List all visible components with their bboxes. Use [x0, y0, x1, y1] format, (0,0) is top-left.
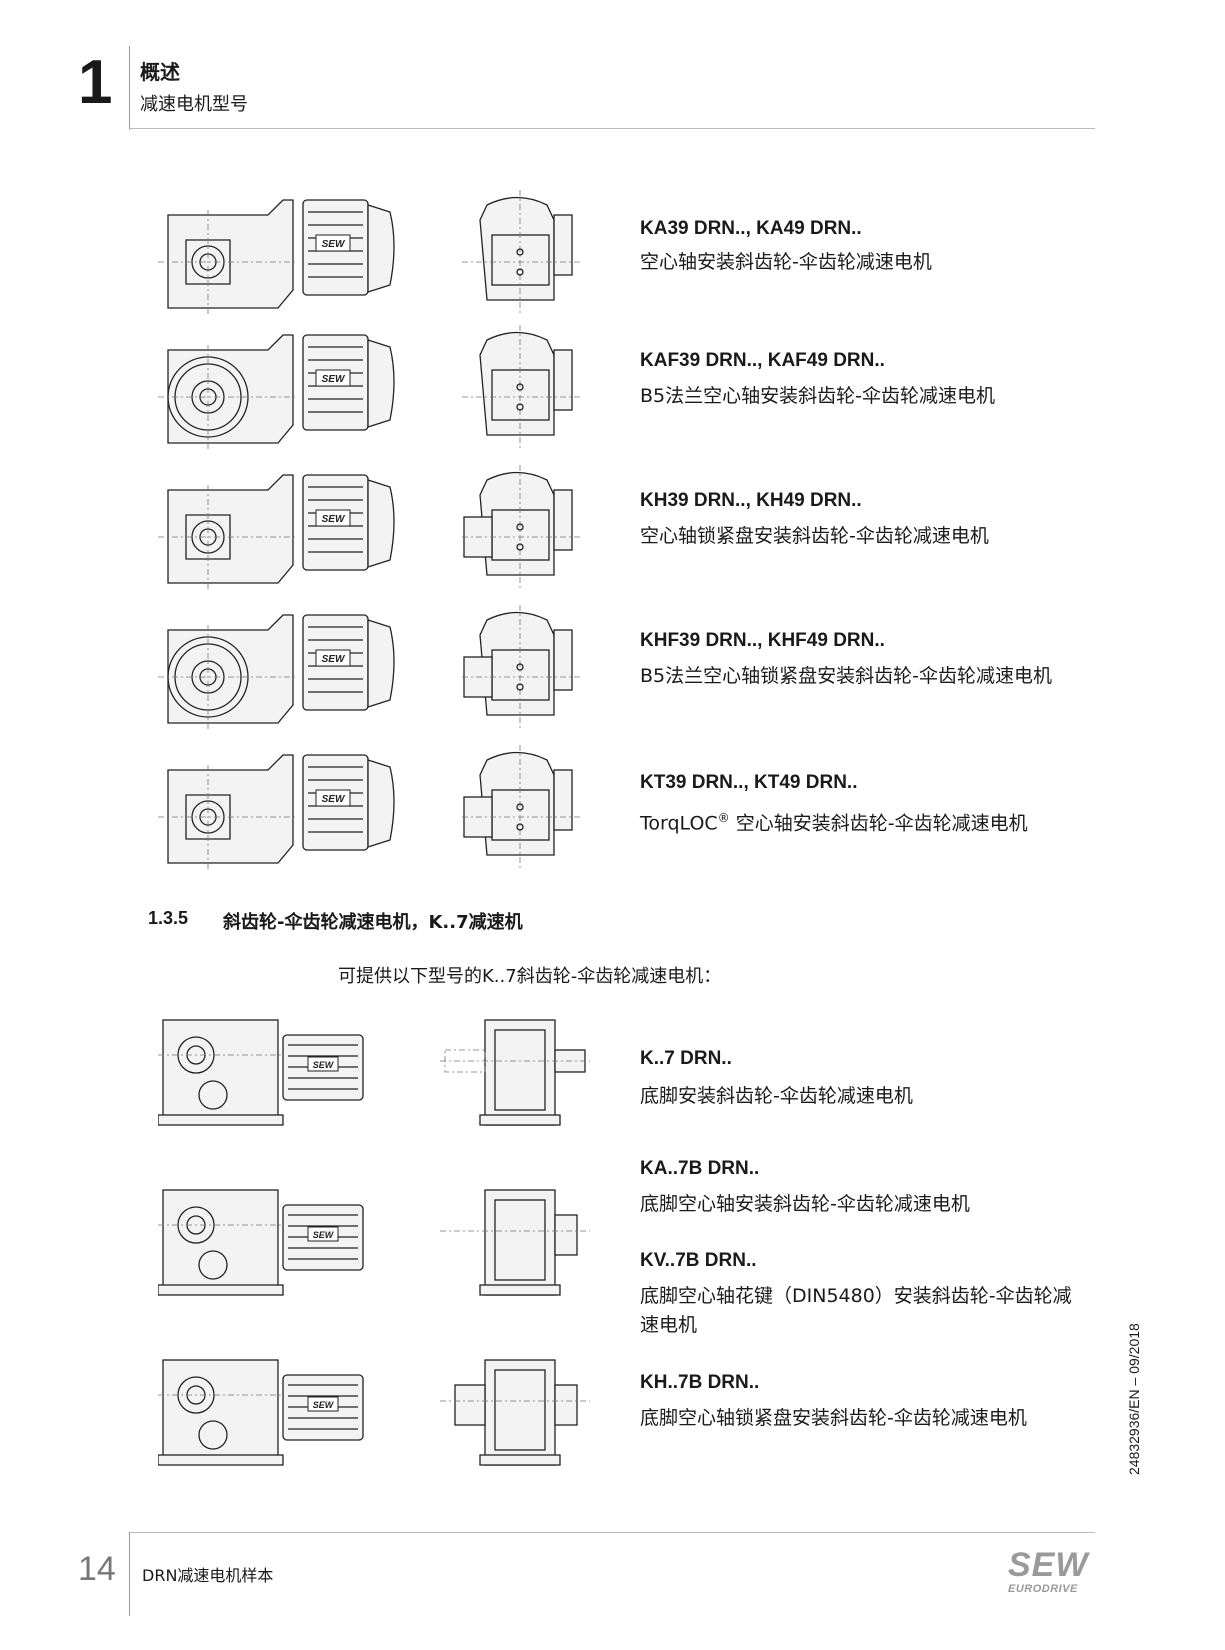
k7-gearmotor-front-view — [440, 1185, 590, 1300]
model-description: 底脚空心轴安装斜齿轮-伞齿轮减速电机 — [640, 1193, 970, 1215]
model-code: KA..7B DRN.. — [640, 1158, 760, 1179]
svg-text:SEW: SEW — [322, 794, 346, 805]
model-description: TorqLOC® 空心轴安装斜齿轮-伞齿轮减速电机 — [640, 804, 1090, 838]
sew-eurodrive-logo: SEW EURODRIVE — [1008, 1548, 1098, 1595]
svg-text:SEW: SEW — [322, 654, 346, 665]
gearmotor-side-view: SEW — [158, 605, 408, 730]
model-description: 底脚空心轴花键（DIN5480）安装斜齿轮-伞齿轮减速电机 — [640, 1285, 1072, 1336]
model-code: KV..7B DRN.. — [640, 1250, 757, 1271]
gearmotor-side-view: SEW — [158, 190, 408, 315]
model-code: KH39 DRN.., KH49 DRN.. — [640, 490, 862, 511]
document-id: 24832936/EN – 09/2018 — [1126, 1323, 1142, 1475]
section-number: 1.3.5 — [148, 908, 189, 928]
k7-gearmotor-side-view: SEW — [158, 1015, 388, 1130]
k7-gearmotor-side-view: SEW — [158, 1185, 388, 1300]
logo-sub: EURODRIVE — [1008, 1583, 1078, 1595]
page-number: 14 — [78, 1550, 116, 1588]
model-description: B5法兰空心轴安装斜齿轮-伞齿轮减速电机 — [640, 385, 995, 407]
svg-text:SEW: SEW — [313, 1230, 335, 1240]
gearmotor-front-view — [462, 605, 592, 730]
model-code: KHF39 DRN.., KHF49 DRN.. — [640, 630, 885, 651]
model-description: 空心轴安装斜齿轮-伞齿轮减速电机 — [640, 251, 932, 273]
gearmotor-front-view — [462, 325, 592, 450]
model-code: K..7 DRN.. — [640, 1048, 732, 1069]
gearmotor-front-view — [462, 745, 592, 870]
chapter-number: 1 — [78, 48, 113, 117]
model-description: 底脚空心轴锁紧盘安装斜齿轮-伞齿轮减速电机 — [640, 1407, 1027, 1429]
logo-main: SEW — [1008, 1546, 1089, 1584]
chapter-subtitle: 减速电机型号 — [140, 94, 248, 115]
header-rule — [129, 128, 1095, 129]
footer-rule — [129, 1532, 1095, 1533]
header-divider — [129, 46, 130, 130]
section-intro: 可提供以下型号的K..7斜齿轮-伞齿轮减速电机： — [338, 966, 722, 987]
gearmotor-side-view: SEW — [158, 325, 408, 450]
model-code: KH..7B DRN.. — [640, 1372, 760, 1393]
footer-divider — [129, 1532, 130, 1616]
svg-text:SEW: SEW — [322, 239, 346, 250]
svg-text:SEW: SEW — [313, 1060, 335, 1070]
model-code: KAF39 DRN.., KAF49 DRN.. — [640, 350, 885, 371]
torqloc-description: 空心轴安装斜齿轮-伞齿轮减速电机 — [729, 812, 1028, 835]
model-code: KT39 DRN.., KT49 DRN.. — [640, 772, 858, 793]
gearmotor-front-view — [462, 465, 592, 590]
k7-gearmotor-front-view — [440, 1015, 590, 1130]
torqloc-label: TorqLOC — [640, 812, 718, 835]
svg-text:SEW: SEW — [322, 514, 346, 525]
model-description: 底脚安装斜齿轮-伞齿轮减速电机 — [640, 1085, 913, 1107]
k7-gearmotor-front-view — [440, 1355, 590, 1470]
svg-text:SEW: SEW — [322, 374, 346, 385]
registered-mark: ® — [717, 811, 730, 825]
chapter-title: 概述 — [140, 60, 180, 84]
svg-text:SEW: SEW — [313, 1400, 335, 1410]
model-code: KA39 DRN.., KA49 DRN.. — [640, 218, 862, 239]
section-title: 斜齿轮-伞齿轮减速电机，K..7减速机 — [223, 912, 523, 933]
gearmotor-side-view: SEW — [158, 465, 408, 590]
gearmotor-front-view — [462, 190, 592, 315]
model-description: B5法兰空心轴锁紧盘安装斜齿轮-伞齿轮减速电机 — [640, 665, 1052, 687]
model-description: 空心轴锁紧盘安装斜齿轮-伞齿轮减速电机 — [640, 525, 989, 547]
footer-title: DRN减速电机样本 — [142, 1566, 274, 1585]
k7-gearmotor-side-view: SEW — [158, 1355, 388, 1470]
gearmotor-side-view: SEW — [158, 745, 408, 870]
